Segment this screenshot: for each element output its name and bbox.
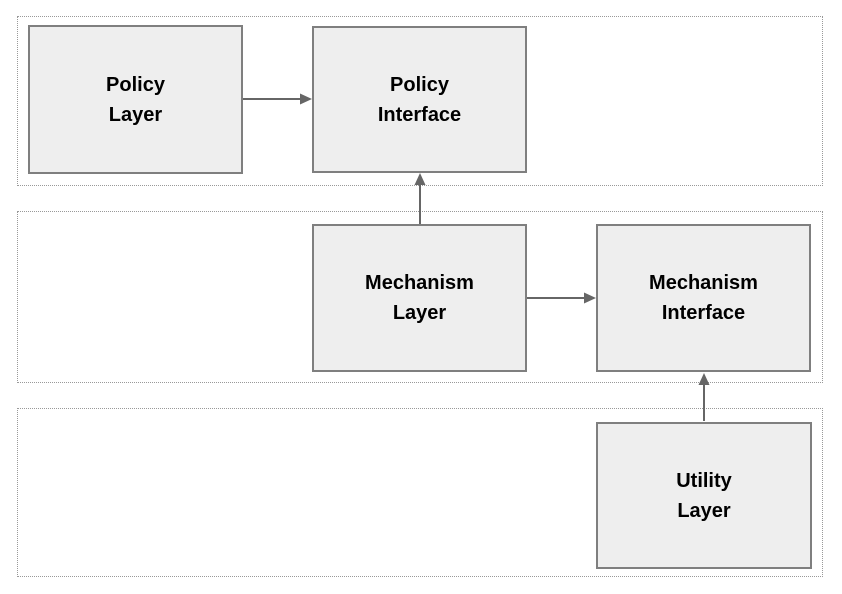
node-mechanism-interface[interactable]: Mechanism Interface (596, 224, 811, 372)
node-policy-layer[interactable]: Policy Layer (28, 25, 243, 174)
node-policy-interface-label: Policy Interface (377, 73, 462, 126)
node-mechanism-interface-label: Mechanism Interface (649, 272, 758, 324)
node-mechanism-layer-label: Mechanism Layer (365, 272, 474, 324)
node-utility-layer[interactable]: Utility Layer (596, 422, 812, 569)
utility-band (17, 408, 823, 577)
node-utility-layer-label: Utility Layer (676, 469, 732, 522)
node-policy-layer-label: Policy Layer (106, 73, 165, 126)
node-mechanism-layer[interactable]: Mechanism Layer (312, 224, 527, 372)
node-policy-interface[interactable]: Policy Interface (312, 26, 527, 173)
